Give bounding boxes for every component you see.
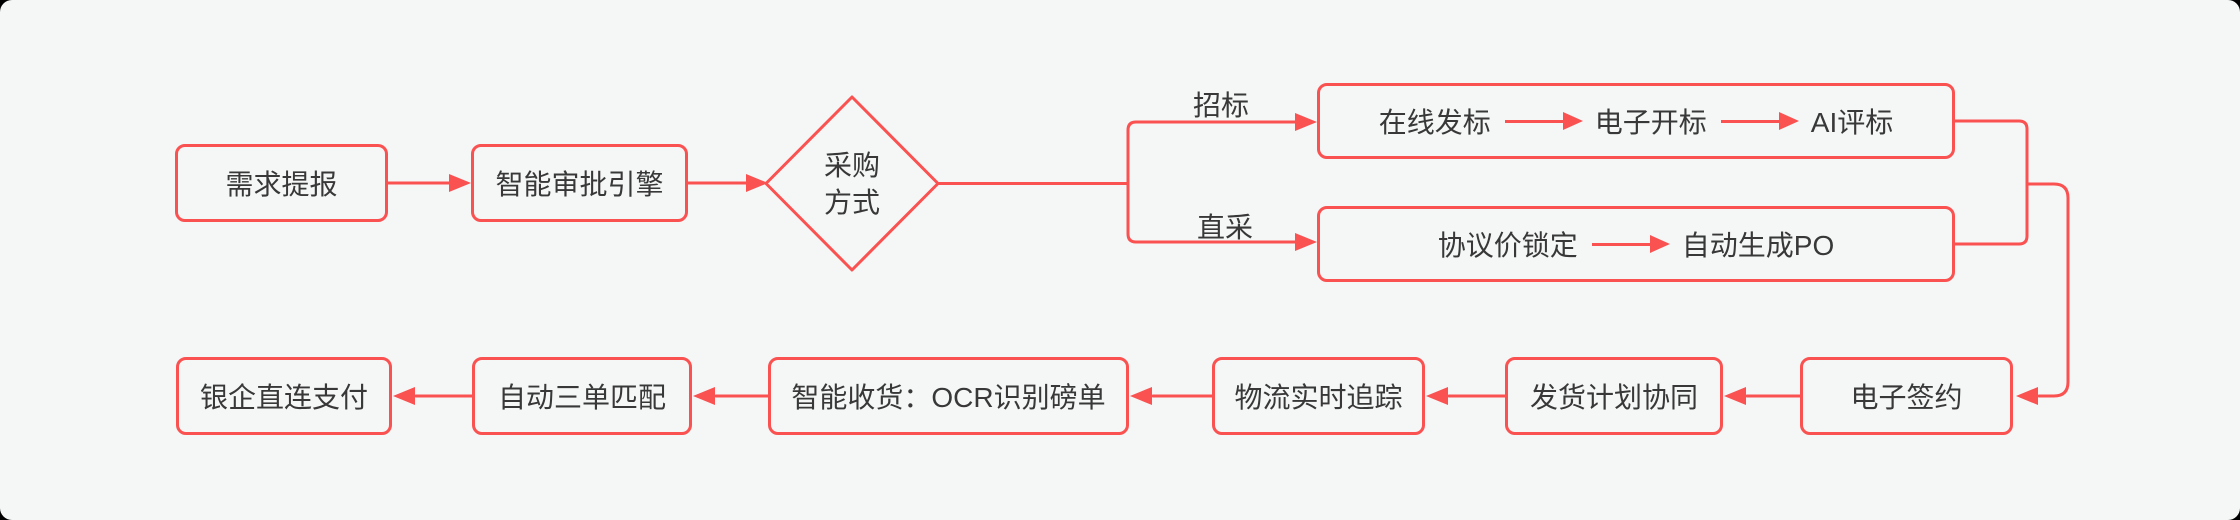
arrow-right-icon (1504, 119, 1563, 123)
node-direct-procurement-group: 协议价锁定 自动生成PO (1317, 206, 1955, 282)
node-procurement-method-decision: 采购 方式 (823, 150, 880, 218)
node-bank-direct-payment: 银企直连支付 (176, 357, 392, 435)
arrow-right-icon (1720, 119, 1779, 123)
node-label: 智能收货：OCR识别磅单 (791, 382, 1106, 413)
arrowhead-icon (693, 387, 715, 405)
arrowhead-icon (1130, 387, 1152, 405)
node-label: 物流实时追踪 (1234, 382, 1403, 413)
node-shipping-plan-collaboration: 发货计划协同 (1505, 357, 1723, 435)
node-label: 自动三单匹配 (497, 382, 666, 413)
connector-line (1953, 119, 2029, 246)
node-demand-submission: 需求提报 (175, 144, 388, 222)
node-auto-three-way-match: 自动三单匹配 (472, 357, 692, 435)
node-e-signing: 电子签约 (1800, 357, 2013, 435)
node-label: 银企直连支付 (199, 382, 368, 413)
arrowhead-icon (2016, 387, 2038, 405)
node-bidding-process-group: 在线发标 电子开标 AI评标 (1317, 83, 1955, 159)
edge-label-bidding: 招标 (1192, 90, 1249, 121)
arrowhead-icon (746, 174, 768, 192)
node-smart-receiving-ocr: 智能收货：OCR识别磅单 (768, 357, 1129, 435)
step-auto-generate-po: 自动生成PO (1681, 230, 1835, 261)
step-ai-bid-evaluation: AI评标 (1810, 107, 1894, 138)
arrowhead-icon (1295, 113, 1317, 131)
arrowhead-icon (449, 174, 471, 192)
node-label: 智能审批引擎 (495, 169, 664, 200)
connector-line (2025, 182, 2070, 398)
node-label: 需求提报 (225, 169, 338, 200)
arrowhead-icon (1724, 387, 1746, 405)
node-logistics-tracking: 物流实时追踪 (1212, 357, 1425, 435)
node-label: 发货计划协同 (1529, 382, 1698, 413)
arrow-right-icon (1591, 242, 1650, 246)
arrowhead-icon (1426, 387, 1448, 405)
arrowhead-icon (1295, 233, 1317, 251)
connector-line (1126, 120, 1298, 244)
step-agreement-price-lock: 协议价锁定 (1437, 230, 1578, 261)
node-label: 电子签约 (1850, 382, 1963, 413)
edge-label-direct: 直采 (1196, 212, 1253, 243)
step-online-bid-publish: 在线发标 (1378, 107, 1491, 138)
node-smart-approval-engine: 智能审批引擎 (471, 144, 688, 222)
decision-diamond-shape (764, 95, 940, 272)
step-e-bid-opening: 电子开标 (1594, 107, 1707, 138)
arrowhead-icon (393, 387, 415, 405)
